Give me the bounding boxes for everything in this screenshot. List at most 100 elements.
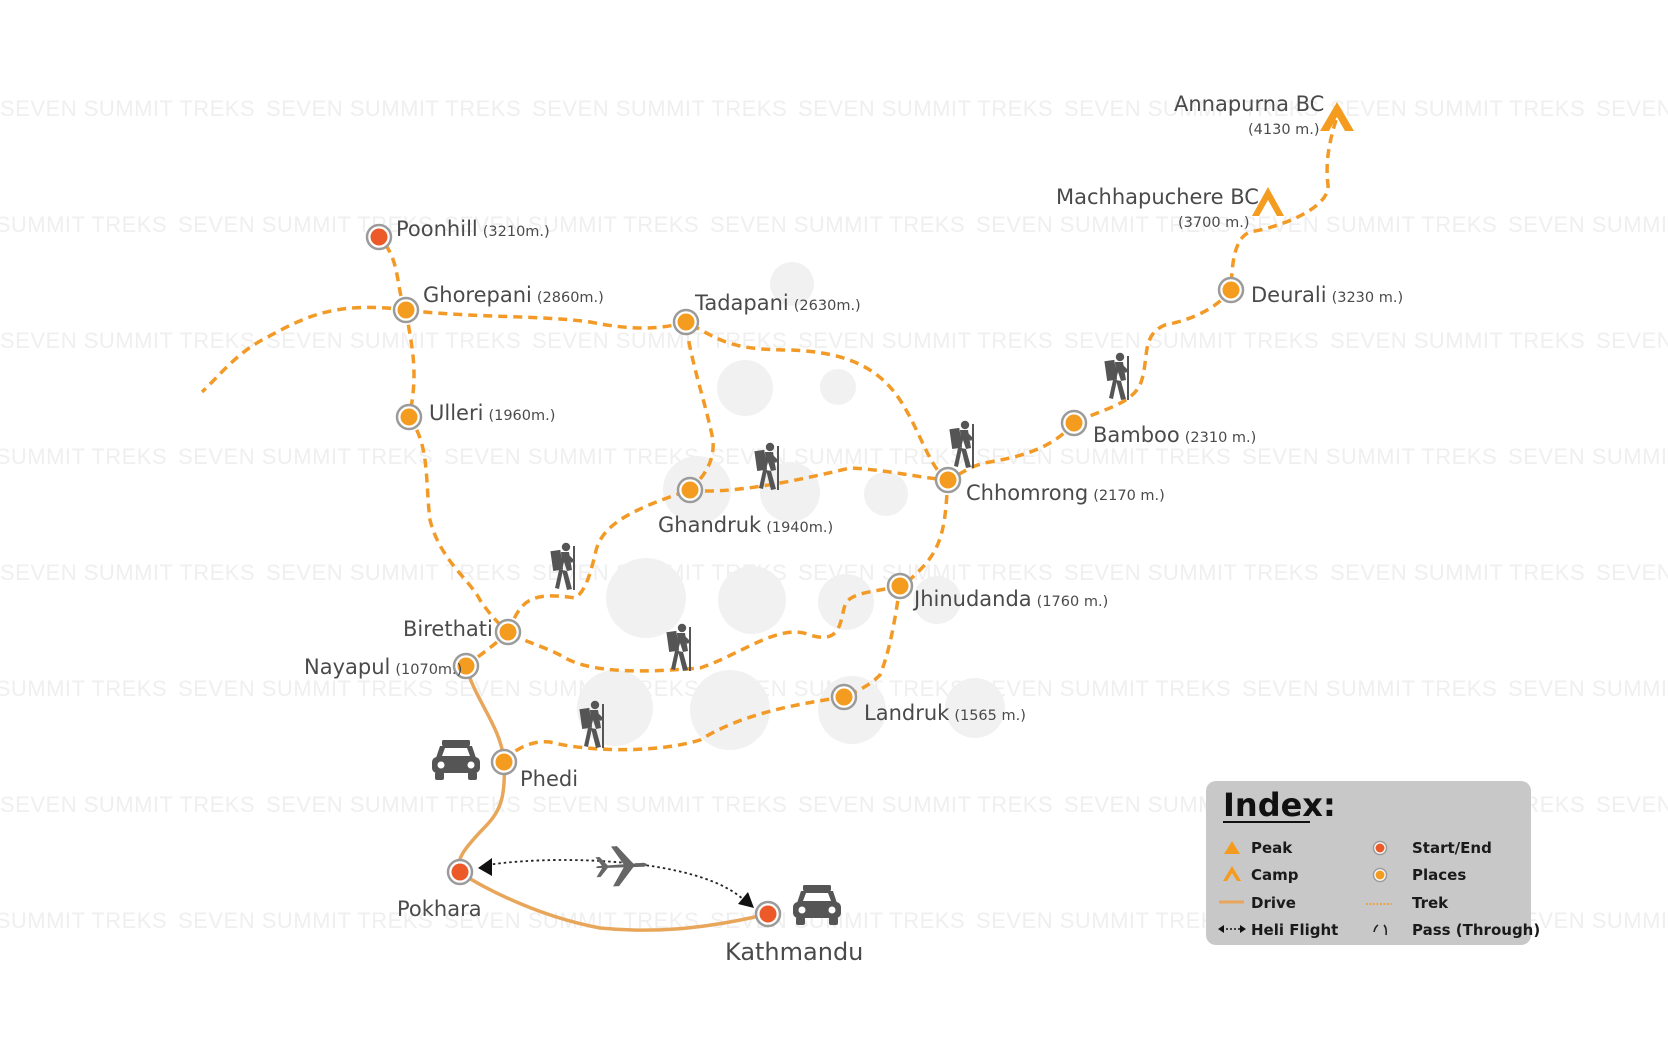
legend-heli: Heli Flight [1251, 921, 1338, 939]
watermark-text: SEVEN SUMMIT TREKS [0, 908, 167, 933]
watermark-text: SEVEN SUMMIT TREKS [178, 676, 433, 701]
marker-ghandruk[interactable] [676, 476, 704, 504]
marker-pokhara[interactable] [446, 858, 474, 886]
watermark-text: SEVEN SUMMIT TREKS [0, 0, 167, 5]
watermark-text: SEVEN SUMMIT TREKS [0, 328, 255, 353]
label-bamboo: Bamboo(2310 m.) [1093, 423, 1256, 447]
legend-start-icon [1372, 840, 1388, 856]
watermark-text: SEVEN SUMMIT TREKS [444, 444, 699, 469]
watermark-text: SEVEN SUMMIT TREKS [1242, 676, 1497, 701]
car-icon [432, 740, 480, 780]
watermark-text: SEVEN SUMMIT TREKS [1064, 328, 1319, 353]
marker-deurali[interactable] [1217, 276, 1245, 304]
marker-landruk[interactable] [830, 683, 858, 711]
watermark-text: SEVEN SUMMIT TREKS [1064, 560, 1319, 585]
watermark-text: SEVEN SUMMIT TREKS [266, 328, 521, 353]
watermark-text: SEVEN SUMMIT TREKS [444, 0, 699, 5]
watermark-text: SEVEN SUMMIT TREKS [1330, 96, 1585, 121]
marker-tadapani[interactable] [672, 308, 700, 336]
label-tadapani: Tadapani(2630m.) [694, 291, 861, 315]
watermark-text: SEVEN SUMMIT TREKS [1064, 96, 1319, 121]
legend-drive: Drive [1251, 894, 1296, 912]
label-deurali: Deurali(3230 m.) [1251, 283, 1403, 307]
marker-bamboo[interactable] [1060, 409, 1088, 437]
label-annapurna: Annapurna BC [1174, 92, 1324, 116]
watermark-text: SEVEN SUMMIT TREKS [266, 792, 521, 817]
legend-pass-icon [1373, 924, 1388, 936]
heli-arrow-left [478, 858, 492, 876]
watermark-text: SEVEN SUMMIT TREKS [444, 212, 699, 237]
marker-jhinudanda[interactable] [886, 572, 914, 600]
watermark-text: SEVEN SUMMIT TREKS [0, 560, 255, 585]
label-nayapul: Nayapul(1070m.) [304, 655, 462, 679]
label-machhapuchere: Machhapuchere BC [1056, 185, 1259, 209]
watermark-text: SEVEN SUMMIT TREKS [1508, 908, 1668, 933]
legend-places-icon [1372, 867, 1388, 883]
label-poonhill: Poonhill(3210m.) [396, 217, 550, 241]
marker-kathmandu[interactable] [754, 900, 782, 928]
alt-annapurna: (4130 m.) [1248, 122, 1320, 138]
legend-pass: Pass (Through) [1412, 921, 1540, 939]
watermark-text: SEVEN SUMMIT TREKS [178, 908, 433, 933]
watermark-text: SEVEN SUMMIT TREKS [976, 444, 1231, 469]
watermark-text: SEVEN SUMMIT TREKS [710, 0, 965, 5]
watermark-text: SEVEN SUMMIT TREKS [710, 212, 965, 237]
plane-icon [594, 844, 649, 888]
trek-routes [200, 119, 1338, 762]
legend-start-end: Start/End [1412, 839, 1492, 857]
label-ghandruk: Ghandruk(1940m.) [658, 513, 833, 537]
watermark-text: SEVEN SUMMIT TREKS [0, 96, 255, 121]
label-ulleri: Ulleri(1960m.) [429, 401, 555, 425]
watermark-text: SEVEN SUMMIT TREKS [976, 908, 1231, 933]
watermark-text: SEVEN SUMMIT TREKS [1596, 96, 1668, 121]
label-phedi: Phedi [520, 767, 578, 791]
watermark-text: SEVEN SUMMIT TREKS [1242, 0, 1497, 5]
label-jhinudanda: Jhinudanda(1760 m.) [912, 587, 1108, 611]
marker-nayapul[interactable] [452, 652, 480, 680]
watermark-text: SEVEN SUMMIT TREKS [444, 676, 699, 701]
legend-camp-icon [1223, 866, 1241, 881]
marker-birethati[interactable] [494, 618, 522, 646]
watermark-text: SEVEN SUMMIT TREKS [976, 212, 1231, 237]
label-pokhara: Pokhara [397, 897, 482, 921]
watermark-text: SEVEN SUMMIT TREKS [178, 444, 433, 469]
watermark-text: SEVEN SUMMIT TREKS [1508, 676, 1668, 701]
marker-phedi[interactable] [490, 748, 518, 776]
marker-ghorepani[interactable] [392, 296, 420, 324]
alt-machhapuchere: (3700 m.) [1178, 215, 1250, 231]
watermark-text: SEVEN SUMMIT TREKS [532, 96, 787, 121]
watermark-text: SEVEN SUMMIT TREKS [798, 792, 1053, 817]
watermark-text: SEVEN SUMMIT TREKS [1596, 328, 1668, 353]
watermark-layer: SEVEN SUMMIT TREKS SEVEN SUMMIT TREKS SEVE… [0, 0, 1668, 933]
hiker-icon [1104, 352, 1129, 400]
legend-panel: Index: Peak Camp Drive Heli Flight Start… [1206, 781, 1540, 945]
watermark-text: SEVEN SUMMIT TREKS [1596, 792, 1668, 817]
watermark-text: SEVEN SUMMIT TREKS [1242, 444, 1497, 469]
label-ghorepani: Ghorepani(2860m.) [423, 283, 604, 307]
marker-chhomrong[interactable] [934, 466, 962, 494]
watermark-text: SEVEN SUMMIT TREKS [798, 96, 1053, 121]
watermark-text: SEVEN SUMMIT TREKS [976, 676, 1231, 701]
watermark-text: SEVEN SUMMIT TREKS [1330, 328, 1585, 353]
watermark-text: SEVEN SUMMIT TREKS [0, 444, 167, 469]
place-labels: Annapurna BC (4130 m.) Machhapuchere BC … [304, 92, 1403, 966]
watermark-text: SEVEN SUMMIT TREKS [1596, 560, 1668, 585]
label-birethati: Birethati [403, 617, 493, 641]
watermark-text: SEVEN SUMMIT TREKS [532, 328, 787, 353]
legend-title: Index: [1223, 786, 1336, 824]
machhapuchere-camp-icon [1252, 187, 1284, 216]
watermark-text: SEVEN SUMMIT TREKS [1508, 444, 1668, 469]
legend-trek: Trek [1412, 894, 1449, 912]
label-kathmandu: Kathmandu [725, 938, 863, 966]
legend-camp: Camp [1251, 866, 1299, 884]
legend-places: Places [1412, 866, 1466, 884]
marker-poonhill[interactable] [365, 223, 393, 251]
watermark-text: SEVEN SUMMIT TREKS [1508, 212, 1668, 237]
marker-ulleri[interactable] [395, 403, 423, 431]
watermark-text: SEVEN SUMMIT TREKS [976, 0, 1231, 5]
legend-peak: Peak [1251, 839, 1293, 857]
hiker-icon [666, 623, 691, 671]
watermark-text: SEVEN SUMMIT TREKS [178, 0, 433, 5]
watermark-text: SEVEN SUMMIT TREKS [178, 212, 433, 237]
